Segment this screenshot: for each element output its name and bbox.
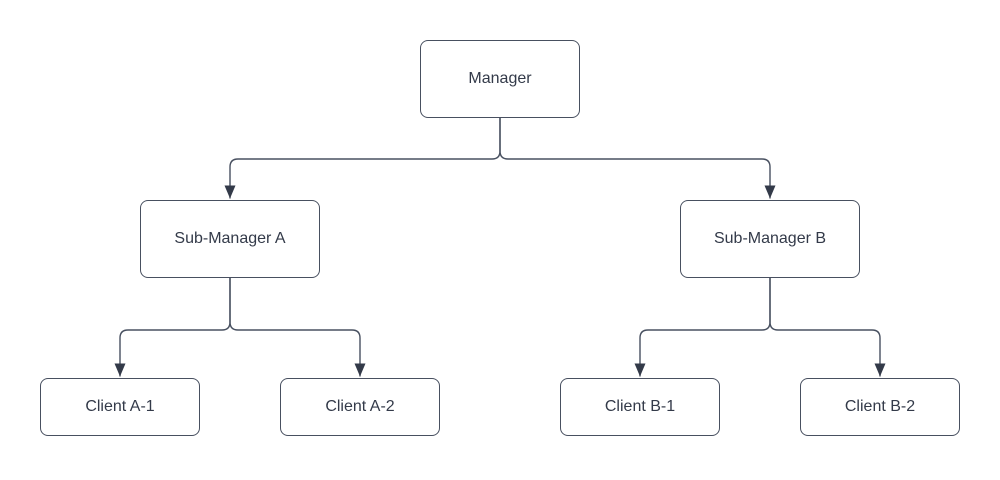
node-client-b2-label: Client B-2	[844, 398, 916, 415]
node-manager[interactable]: Manager	[420, 40, 580, 118]
node-client-a2[interactable]: Client A-2	[280, 378, 440, 436]
node-client-b1-label: Client B-1	[604, 398, 676, 415]
node-sub-manager-b[interactable]: Sub-Manager B	[680, 200, 860, 278]
edge-manager-to-sub-manager-b[interactable]	[499, 118, 776, 199]
edge-manager-to-sub-manager-a[interactable]	[224, 118, 501, 199]
edge-sub-manager-b-to-client-b1[interactable]	[634, 278, 771, 377]
node-manager-label: Manager	[468, 70, 532, 87]
edge-sub-manager-a-to-client-a1[interactable]	[114, 278, 231, 377]
node-client-a1-label: Client A-1	[85, 398, 155, 415]
node-sub-manager-a[interactable]: Sub-Manager A	[140, 200, 320, 278]
node-sub-manager-a-label: Sub-Manager A	[174, 230, 286, 247]
node-client-b1[interactable]: Client B-1	[560, 378, 720, 436]
node-client-a1[interactable]: Client A-1	[40, 378, 200, 436]
edge-sub-manager-b-to-client-b2[interactable]	[769, 278, 886, 377]
node-client-a2-label: Client A-2	[325, 398, 395, 415]
edge-sub-manager-a-to-client-a2[interactable]	[229, 278, 366, 377]
node-sub-manager-b-label: Sub-Manager B	[713, 230, 827, 247]
node-client-b2[interactable]: Client B-2	[800, 378, 960, 436]
